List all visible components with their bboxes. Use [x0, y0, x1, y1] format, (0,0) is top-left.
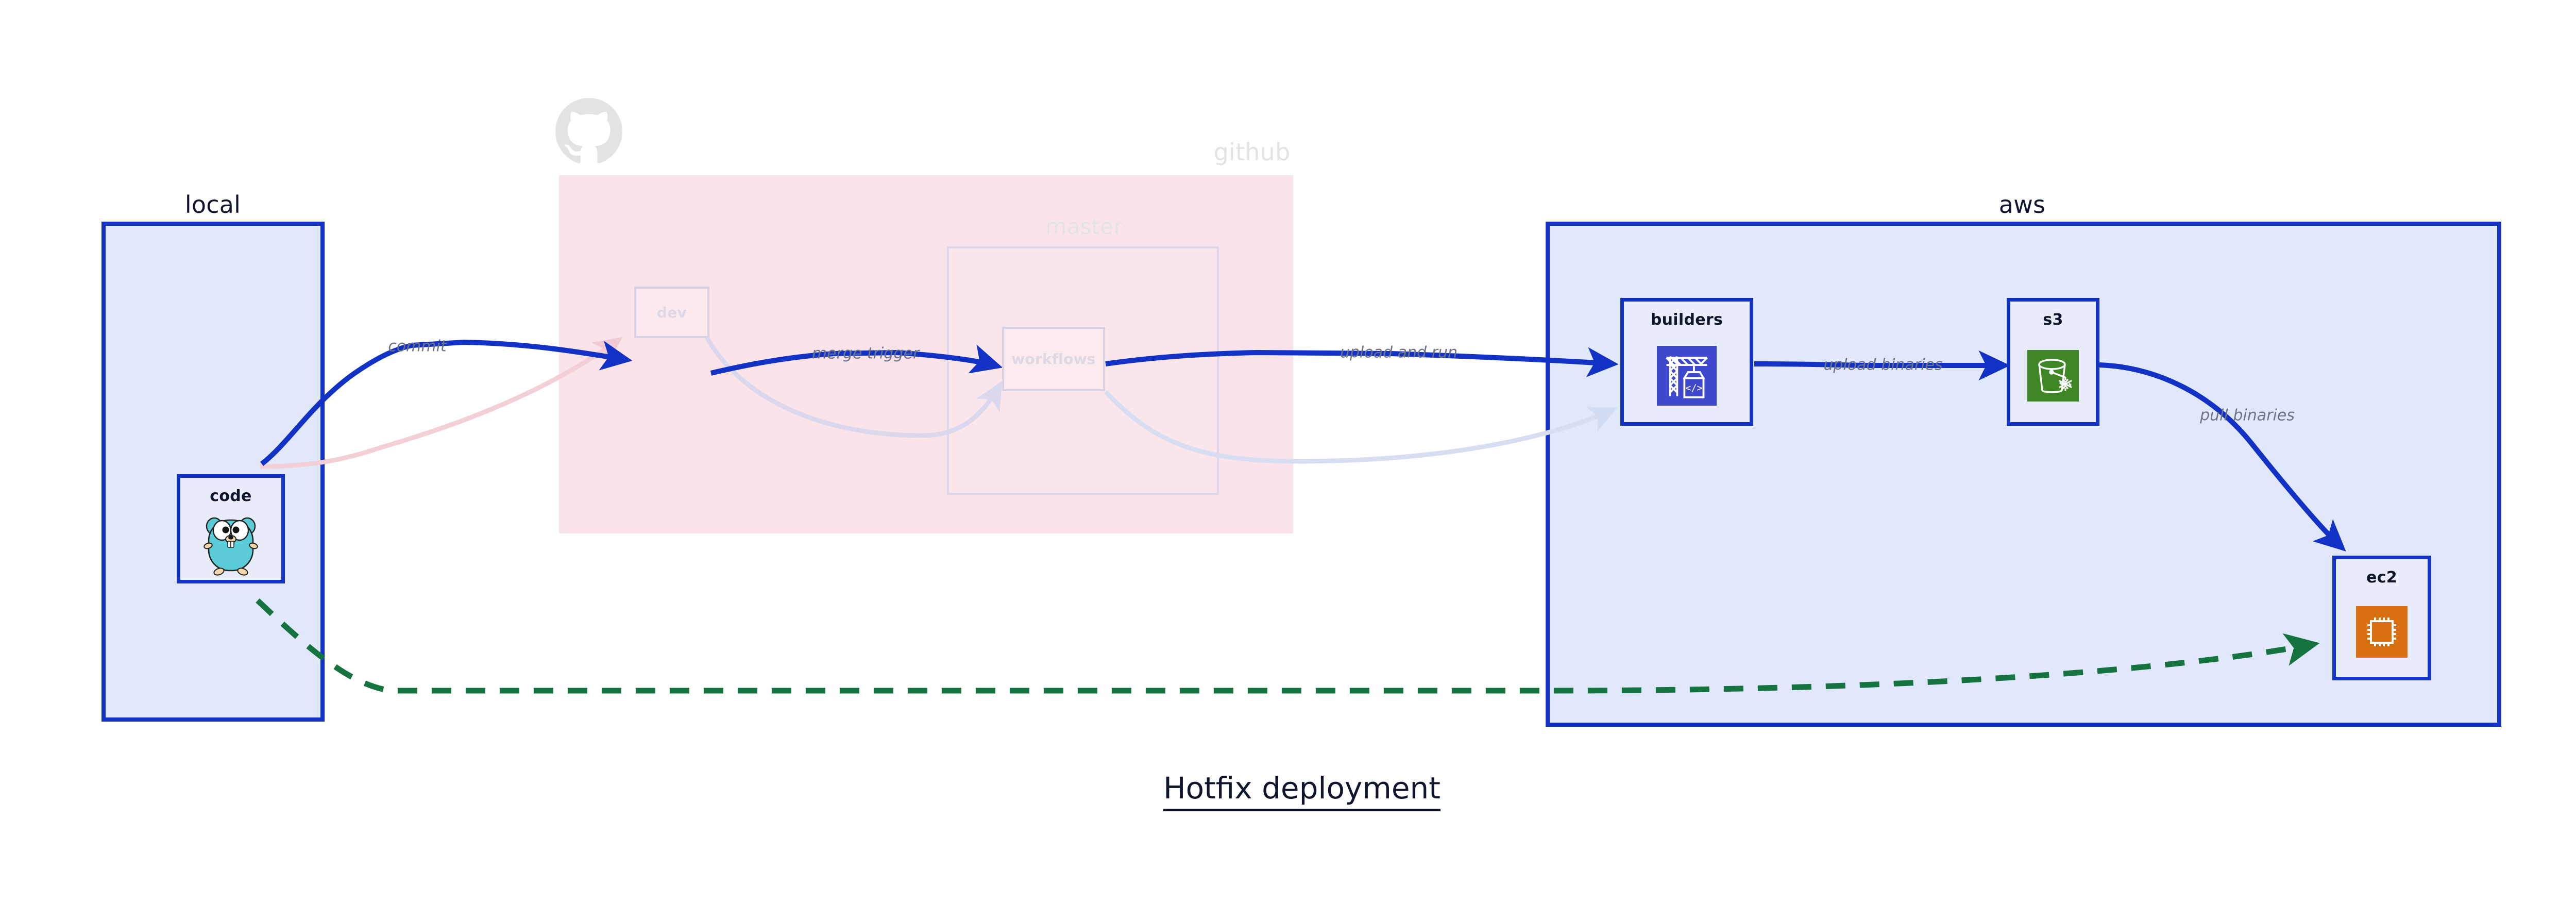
node-title-ec2: ec2 — [2366, 569, 2397, 587]
node-ec2[interactable]: ec2 — [2332, 556, 2431, 680]
group-label-aws: aws — [1998, 191, 2046, 219]
caption-text: Hotfix deployment — [1163, 771, 1441, 811]
node-title-workflows: workflows — [1011, 350, 1096, 368]
aws-ec2-icon — [2336, 587, 2428, 677]
go-gopher-icon — [180, 505, 281, 580]
node-workflows[interactable]: workflows — [1002, 327, 1105, 391]
node-code[interactable]: code — [177, 474, 285, 583]
node-title-s3: s3 — [2043, 311, 2063, 329]
node-builders[interactable]: builders </> — [1620, 298, 1753, 426]
edge-label-upload-and-run: upload and run — [1340, 343, 1458, 362]
subgroup-label-master: master — [1045, 214, 1123, 239]
aws-codebuild-icon: </> — [1624, 329, 1750, 422]
edge-label-commit: commit — [388, 337, 447, 356]
edge-label-merge-trigger: merge trigger — [811, 344, 920, 363]
github-octocat-icon — [555, 98, 622, 163]
node-title-dev: dev — [656, 304, 687, 321]
edge-label-pull-binaries: pull binaries — [2200, 406, 2295, 425]
svg-text:</>: </> — [1685, 383, 1703, 394]
node-title-builders: builders — [1650, 311, 1723, 329]
diagram-caption: Hotfix deployment — [0, 771, 2576, 811]
node-s3[interactable]: s3 — [2007, 298, 2099, 426]
node-dev[interactable]: dev — [634, 287, 709, 338]
node-title-code: code — [210, 487, 252, 505]
group-label-github: github — [1213, 138, 1291, 166]
edge-label-upload-binaries: upload binaries — [1823, 356, 1943, 374]
aws-s3-icon — [2010, 329, 2096, 422]
group-local — [101, 222, 325, 722]
group-label-local: local — [184, 191, 241, 219]
